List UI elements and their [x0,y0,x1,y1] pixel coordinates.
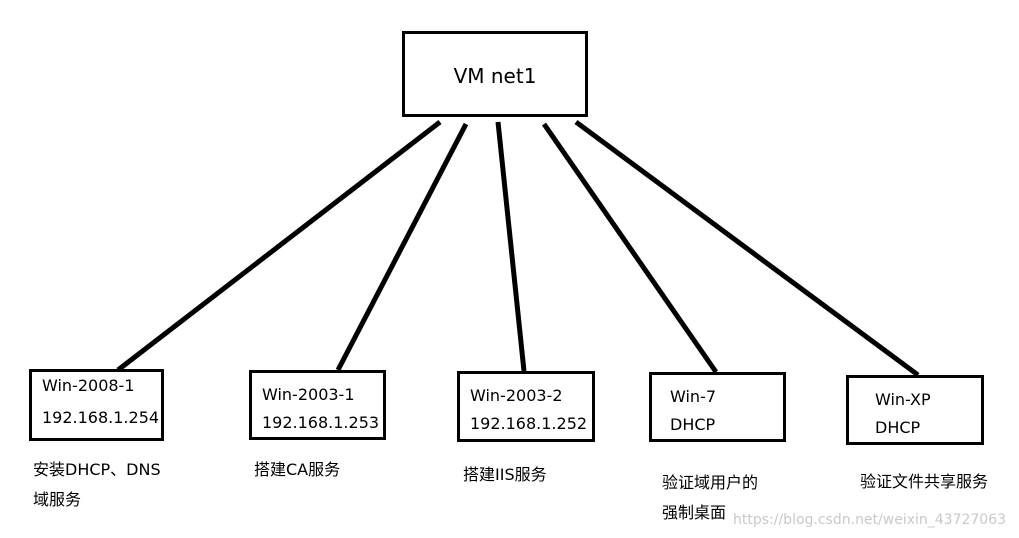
note-line: 搭建CA服务 [254,460,341,479]
note-win-2003-2: 搭建IIS服务 [463,460,547,490]
node-ip-mode: DHCP [875,418,921,437]
line-to-win-xp [574,119,920,378]
node-ip: 192.168.1.254 [42,408,160,427]
node-ip: 192.168.1.252 [470,414,588,433]
note-line: 搭建IIS服务 [463,465,547,484]
note-line: 域服务 [33,490,82,509]
node-name: Win-2003-1 [262,385,355,404]
watermark: https://blog.csdn.net/weixin_43727063 [733,512,1007,528]
node-ip: 192.168.1.253 [262,413,380,432]
hub-label: VM net1 [453,64,537,88]
node-win-2003-2: Win-2003-2 192.168.1.252 [457,371,595,442]
node-win-2003-1: Win-2003-1 192.168.1.253 [249,370,386,440]
node-name: Win-2003-2 [470,386,563,405]
note-win-2008-1: 安装DHCP、DNS 域服务 [33,455,161,515]
node-ip-mode: DHCP [670,415,716,434]
node-name: Win-XP [875,390,931,409]
node-name: Win-7 [670,387,717,406]
node-win-xp: Win-XP DHCP [846,375,984,445]
line-to-win-2003-2 [495,121,527,372]
note-win-7: 验证域用户的 强制桌面 [662,468,758,528]
note-line: 安装DHCP、DNS [33,460,161,479]
node-win-2008-1: Win-2008-1 192.168.1.254 [29,369,164,441]
note-line: 验证域用户的 [662,473,759,492]
note-line: 强制桌面 [662,503,727,522]
note-win-2003-1: 搭建CA服务 [254,455,340,485]
line-to-win-2003-1 [335,122,469,372]
line-to-win-2008-1 [116,120,442,372]
note-win-xp: 验证文件共享服务 [860,467,988,497]
node-win-7: Win-7 DHCP [649,372,786,442]
hub-node: VM net1 [402,31,588,117]
node-name: Win-2008-1 [42,376,135,395]
line-to-win-7 [541,122,719,374]
note-line: 验证文件共享服务 [860,472,989,491]
